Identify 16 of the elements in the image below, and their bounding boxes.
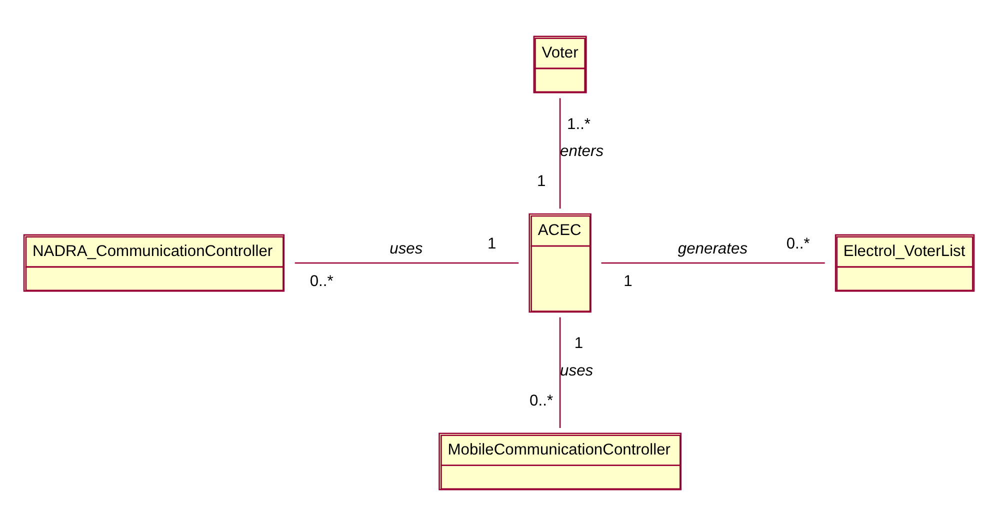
connector: [559, 317, 561, 428]
connector: [559, 98, 561, 209]
edge-label: uses: [560, 362, 594, 380]
edge-label: uses: [390, 240, 423, 258]
label: 0..*: [310, 272, 334, 290]
connector: [601, 262, 825, 264]
label: 1..*: [567, 116, 591, 133]
label: 0..*: [530, 392, 554, 410]
connector: [294, 262, 519, 264]
edge-label: enters: [560, 143, 604, 160]
edge-label: generates: [678, 240, 748, 258]
label: 0..*: [786, 235, 810, 252]
label: 1: [574, 335, 584, 352]
label: 1: [536, 172, 546, 190]
label: 1: [487, 235, 496, 252]
label: 1: [624, 272, 632, 290]
